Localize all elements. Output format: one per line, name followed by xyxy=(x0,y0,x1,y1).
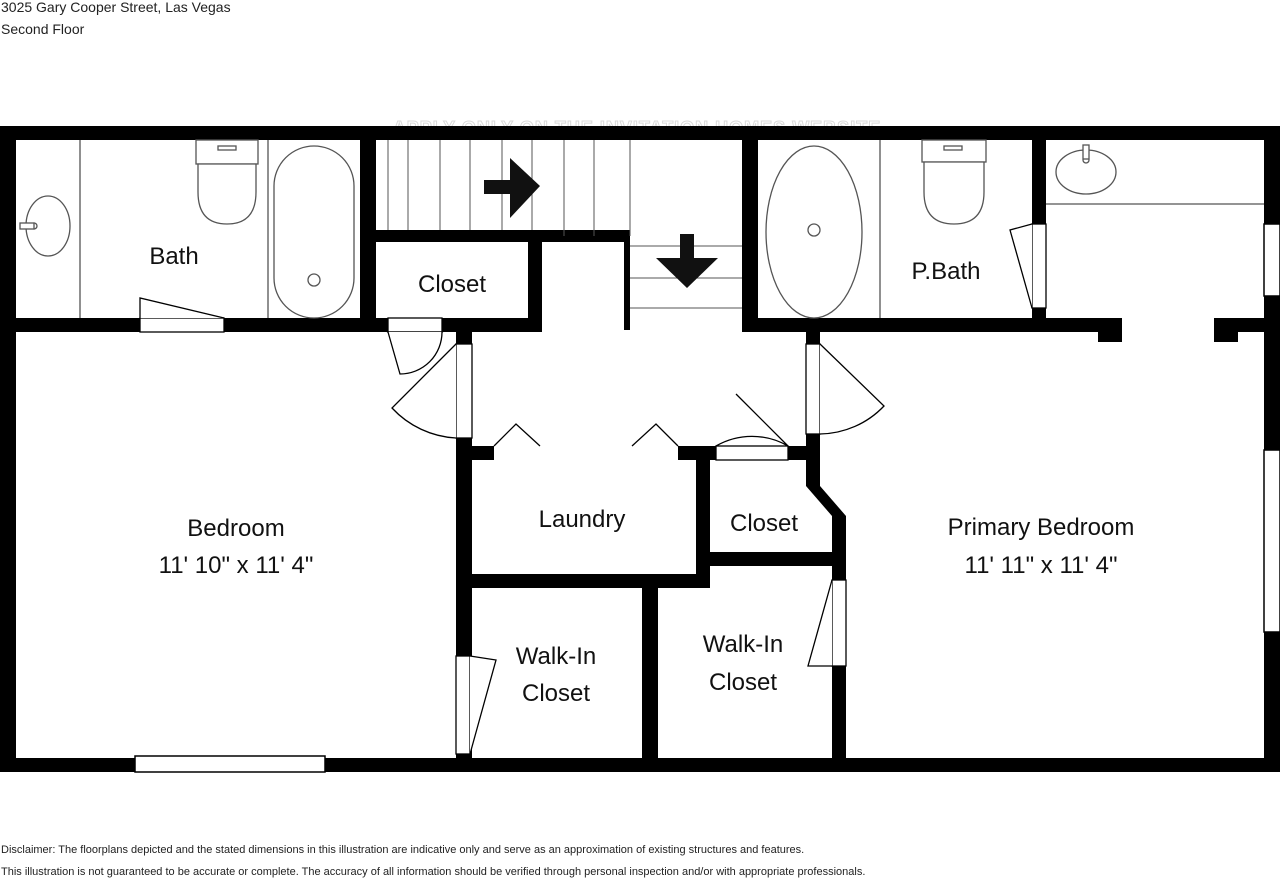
interior-walls xyxy=(16,140,1280,772)
arrow-down-icon xyxy=(656,234,718,288)
room-label-walkin1-line1: Walk-In xyxy=(516,643,596,670)
toilet-icon xyxy=(923,161,985,225)
arrow-right-icon xyxy=(484,158,540,218)
fixtures xyxy=(19,139,1264,319)
room-label-walkin1-line2: Closet xyxy=(522,680,590,707)
room-label-bath: Bath xyxy=(149,243,198,270)
room-label-closet-mid: Closet xyxy=(730,510,798,537)
address-label: 3025 Gary Cooper Street, Las Vegas xyxy=(1,0,231,15)
bathtub-icon xyxy=(273,145,355,319)
doors xyxy=(139,223,1047,755)
room-label-pbath: P.Bath xyxy=(912,258,981,285)
toilet-tank-icon xyxy=(921,139,987,163)
toilet-tank-icon xyxy=(195,139,259,165)
room-label-laundry: Laundry xyxy=(539,506,626,533)
room-label-primary: Primary Bedroom xyxy=(948,514,1135,541)
room-labels: Bath Closet P.Bath Bedroom 11' 10" x 11'… xyxy=(149,243,1134,707)
disclaimer-line-1: Disclaimer: The floorplans depicted and … xyxy=(1,844,805,856)
disclaimer-line-2: This illustration is not guaranteed to b… xyxy=(1,866,866,878)
room-dims-bedroom: 11' 10" x 11' 4" xyxy=(159,552,314,579)
room-label-walkin2-line2: Closet xyxy=(709,669,777,696)
outer-walls xyxy=(0,126,1280,772)
toilet-icon xyxy=(197,163,257,225)
room-dims-primary: 11' 11" x 11' 4" xyxy=(965,552,1118,579)
floor-label: Second Floor xyxy=(1,21,85,37)
room-label-closet-top: Closet xyxy=(418,271,486,298)
room-label-bedroom: Bedroom xyxy=(187,515,284,542)
room-label-walkin2-line1: Walk-In xyxy=(703,631,783,658)
windows xyxy=(134,223,1280,773)
